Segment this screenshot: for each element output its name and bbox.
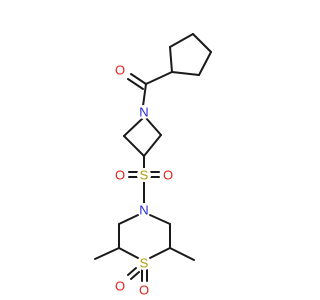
atom-label: N — [139, 203, 148, 218]
atom-o-ring-left: O — [113, 279, 127, 294]
atom-s-sulfonyl: S — [137, 168, 151, 183]
bond — [171, 71, 200, 76]
atom-o-sulfonyl-right: O — [161, 168, 175, 183]
bond — [127, 267, 137, 276]
bond — [149, 214, 171, 225]
methyl-bond-left — [94, 247, 120, 260]
atom-label: O — [115, 63, 125, 78]
atom-o-carbonyl: O — [113, 63, 127, 78]
atom-label: S — [140, 168, 149, 183]
bond — [118, 214, 139, 225]
atom-label: O — [163, 168, 173, 183]
bond — [198, 51, 212, 76]
atom-o-sulfonyl-left: O — [113, 168, 127, 183]
bond — [130, 73, 147, 85]
bond — [127, 78, 144, 90]
azetidine-ring — [123, 117, 162, 157]
bond — [118, 247, 139, 259]
atom-o-ring-bottom: O — [137, 283, 151, 298]
bond — [143, 134, 162, 157]
ring-sulfone-double-bonds — [127, 267, 148, 282]
cyclopentyl-ring — [169, 33, 212, 76]
atom-label: O — [115, 168, 125, 183]
bond — [130, 271, 140, 280]
methyl-bond-right — [169, 247, 195, 261]
bond — [149, 247, 171, 259]
carbonyl-double-bond — [127, 73, 147, 90]
bond — [123, 117, 144, 137]
bond — [142, 83, 147, 107]
bond — [145, 71, 173, 85]
atom-label: O — [115, 279, 125, 294]
atom-n-thiomorpholine: N — [137, 203, 151, 218]
atom-s-ring: S — [137, 256, 151, 271]
molecule-structure: O N S O O N S O O — [94, 33, 212, 298]
atom-label: N — [139, 105, 148, 120]
atom-n-azetidine: N — [137, 105, 151, 120]
bond — [123, 135, 145, 157]
sulfonyl-double-bonds — [128, 171, 160, 178]
atom-label: S — [140, 256, 149, 271]
atom-label: O — [139, 283, 149, 298]
thiomorpholine-ring — [118, 214, 171, 259]
bond — [192, 33, 212, 53]
bond — [169, 33, 194, 48]
bond — [145, 117, 162, 136]
bond — [169, 46, 173, 73]
